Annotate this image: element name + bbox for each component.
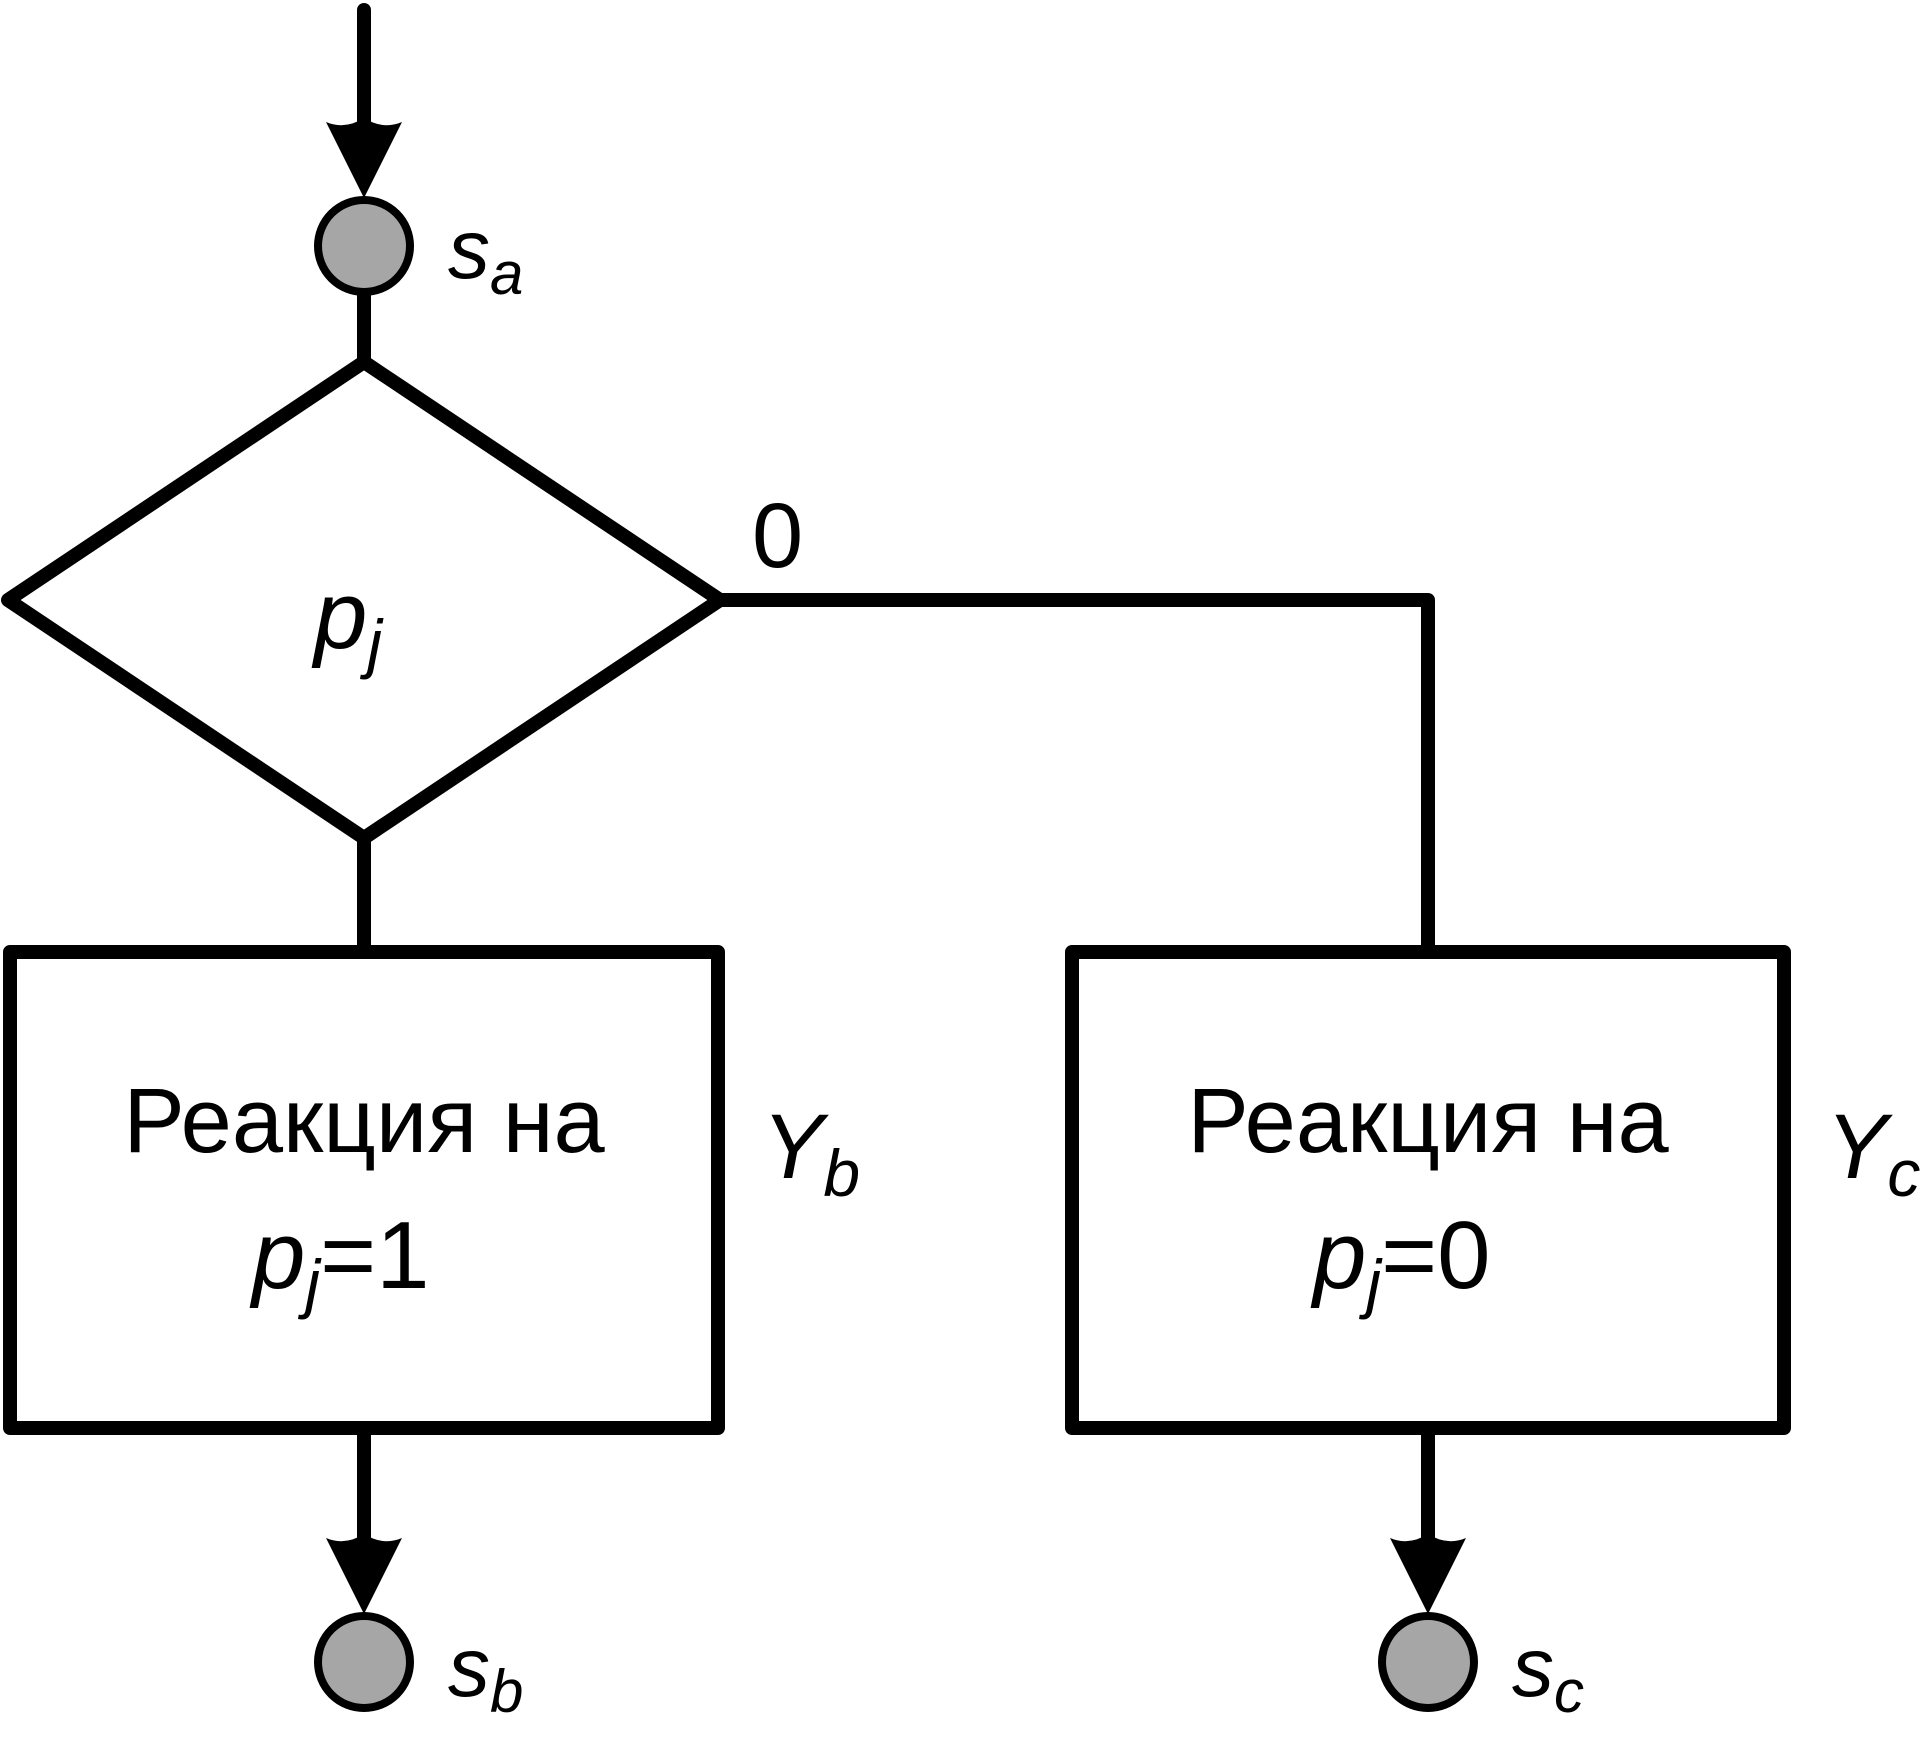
action-right-id-sub: c bbox=[1887, 1136, 1920, 1210]
decision-condition: pj bbox=[311, 562, 384, 680]
action-right-id-main: Y bbox=[1826, 1096, 1893, 1198]
state-sc-label: sc bbox=[1512, 1620, 1584, 1725]
state-sc-main: s bbox=[1512, 1620, 1554, 1714]
state-sa-main: s bbox=[448, 202, 490, 296]
state-sb-main: s bbox=[448, 1620, 490, 1714]
action-right-var-main: p bbox=[1310, 1202, 1366, 1309]
state-sb-node bbox=[314, 1612, 414, 1712]
action-left-condition: pj=1 bbox=[249, 1202, 430, 1320]
state-sa-sub: a bbox=[490, 240, 523, 307]
state-sb-sub: b bbox=[490, 1658, 523, 1725]
state-sc-node bbox=[1378, 1612, 1478, 1712]
action-right-line1: Реакция на bbox=[1187, 1070, 1669, 1172]
state-sa-node bbox=[314, 196, 414, 296]
action-right-condition: pj=0 bbox=[1310, 1202, 1491, 1320]
exit-arrow-right bbox=[1390, 1428, 1466, 1614]
decision-var-main: p bbox=[311, 562, 367, 669]
action-right-id: Yc bbox=[1826, 1096, 1920, 1210]
action-box-right bbox=[1065, 945, 1791, 1435]
action-left-id-main: Y bbox=[762, 1096, 829, 1198]
state-sa-label: sa bbox=[448, 202, 523, 307]
state-sc-sub: c bbox=[1554, 1658, 1584, 1725]
action-left-var-main: p bbox=[249, 1202, 305, 1309]
action-left-id: Yb bbox=[762, 1096, 860, 1210]
action-right-value: =0 bbox=[1381, 1202, 1490, 1309]
false-branch-line bbox=[720, 593, 1435, 952]
action-left-value: =1 bbox=[320, 1202, 429, 1309]
action-box-left bbox=[3, 945, 725, 1435]
entry-arrow bbox=[326, 3, 402, 198]
state-sb-label: sb bbox=[448, 1620, 523, 1725]
action-left-line1: Реакция на bbox=[123, 1070, 605, 1172]
exit-arrow-left bbox=[326, 1428, 402, 1614]
action-left-id-sub: b bbox=[823, 1136, 860, 1210]
false-branch-label: 0 bbox=[752, 485, 803, 587]
